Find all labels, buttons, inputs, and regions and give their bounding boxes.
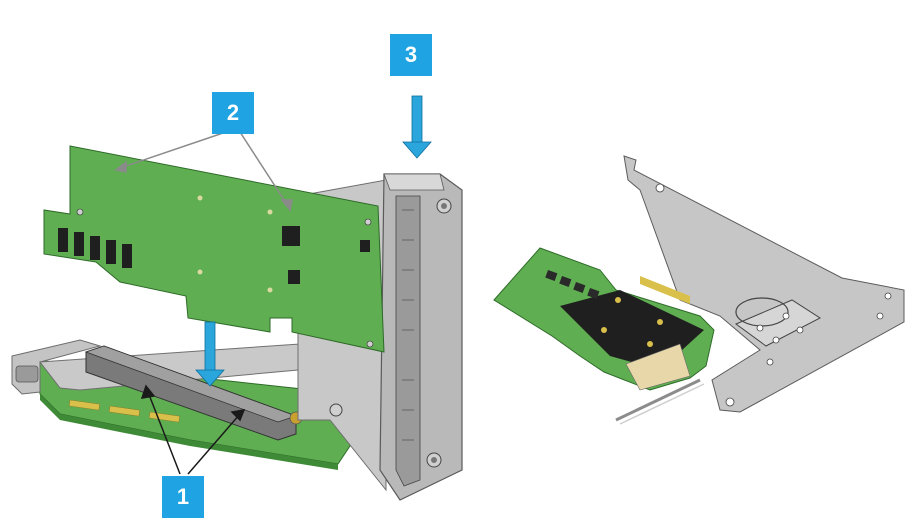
callout-2-leaders xyxy=(114,131,293,212)
callout-label-2: 2 xyxy=(226,100,240,125)
arrow-down-icon xyxy=(195,321,225,387)
raid-controller-card xyxy=(493,247,715,425)
callout-1-leaders xyxy=(140,384,246,475)
air-duct-bracket-plate xyxy=(623,155,905,413)
pcie-add-in-card xyxy=(43,145,385,353)
callout-badge-3: 3 xyxy=(390,34,432,76)
callout-badge-1: 1 xyxy=(162,476,204,518)
callout-label-3: 3 xyxy=(404,42,418,67)
callout-label-1: 1 xyxy=(176,484,190,509)
pcie-slot-connector xyxy=(84,345,303,441)
callout-badge-2: 2 xyxy=(212,92,254,134)
arrow-down-icon xyxy=(402,95,432,159)
